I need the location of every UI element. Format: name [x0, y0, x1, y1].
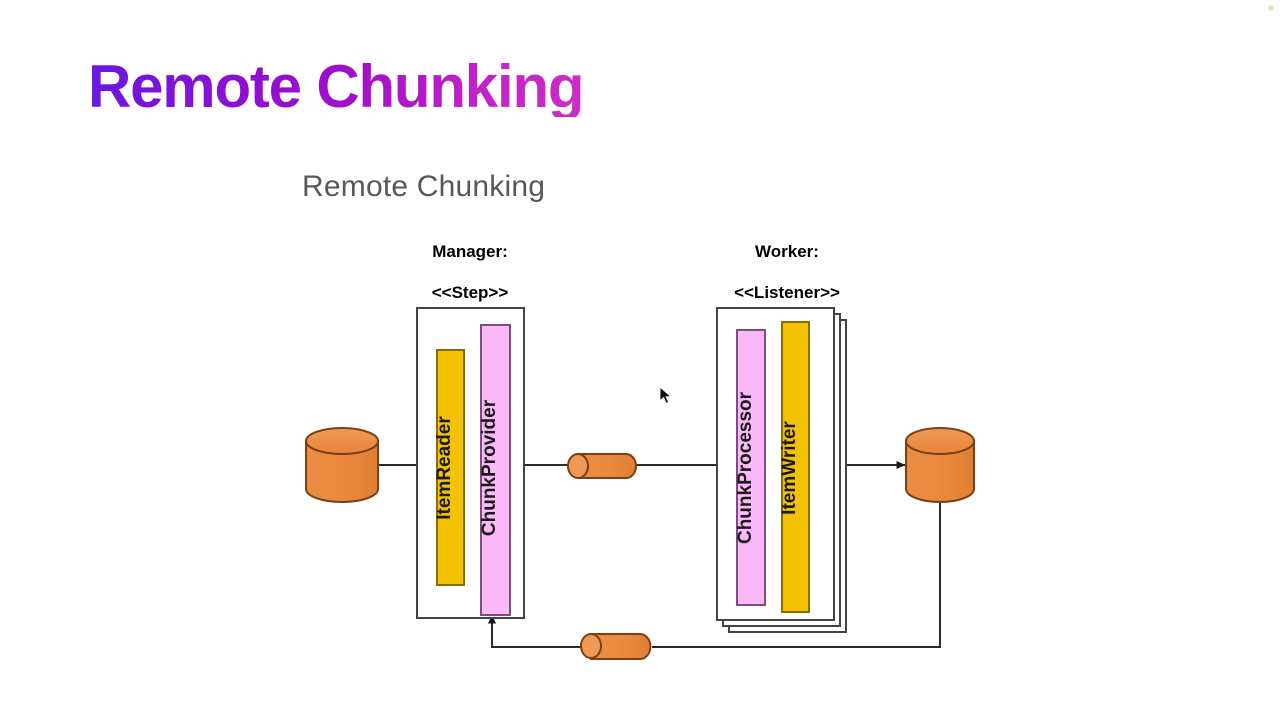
manager-itemreader-bar	[436, 349, 465, 586]
source-database-icon	[305, 427, 379, 503]
manager-stereotype: <<Step>>	[432, 283, 509, 302]
worker-stereotype: <<Listener>>	[734, 283, 840, 302]
edge-targetdb-to-replyqueue	[652, 497, 941, 648]
worker-group: Worker: <<Listener>> ChunkProcessor Item…	[716, 242, 847, 633]
manager-chunkprovider-bar	[480, 324, 511, 616]
corner-indicator-dot	[1268, 5, 1274, 11]
worker-header: Worker:	[755, 242, 819, 261]
manager-itemreader-label: ItemReader	[434, 416, 455, 520]
manager-group: Manager: <<Step>> ItemReader ChunkProvid…	[416, 242, 525, 619]
manager-header: Manager:	[432, 242, 508, 261]
mouse-cursor	[659, 386, 673, 404]
page-title: Remote Chunking	[88, 53, 585, 120]
worker-chunkprocessor-bar	[736, 329, 766, 606]
worker-itemwriter-label: ItemWriter	[779, 421, 800, 515]
target-database-icon	[905, 427, 975, 503]
request-queue-icon	[567, 453, 637, 479]
reply-queue-icon	[580, 633, 652, 660]
diagram-caption: Remote Chunking	[302, 170, 546, 203]
worker-itemwriter-bar	[781, 321, 810, 613]
worker-chunkprocessor-label: ChunkProcessor	[735, 391, 756, 544]
manager-chunkprovider-label: ChunkProvider	[479, 399, 500, 536]
edge-replyqueue-to-chunkprovider	[488, 614, 585, 648]
